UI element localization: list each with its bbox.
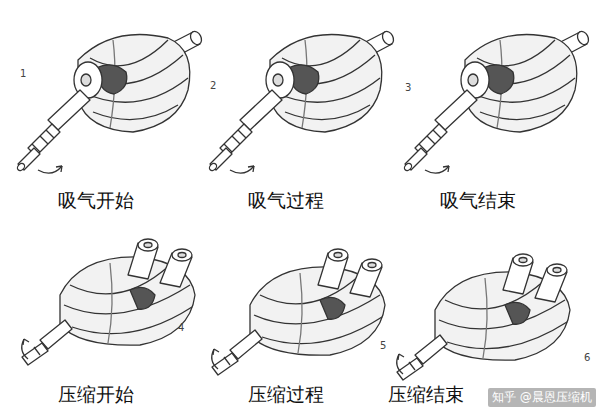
stage-caption: 压缩结束 [388,382,464,408]
stage-caption: 吸气开始 [58,188,134,214]
stage-caption: 压缩开始 [58,382,134,408]
stage-caption: 吸气结束 [440,188,516,214]
callout-number: 5 [380,340,386,351]
callout-number: 2 [210,80,216,91]
callout-number: 3 [405,82,411,93]
stage-caption: 吸气过程 [248,188,324,214]
callout-number: 6 [584,352,590,363]
stage-caption: 压缩过程 [248,382,324,408]
callout-number: 4 [178,322,184,333]
callout-number: 1 [20,68,26,79]
watermark: 知乎 @晨恩压缩机 [488,388,596,407]
